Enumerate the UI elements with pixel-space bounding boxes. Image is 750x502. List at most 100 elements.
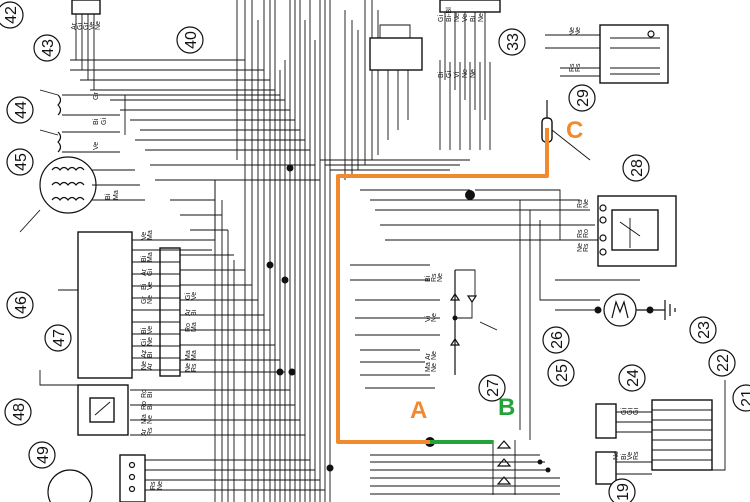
reference-number-26: 26 — [549, 331, 566, 349]
reference-number-44: 44 — [13, 101, 30, 119]
top-connectors — [71, 0, 501, 150]
reference-callout-26: 26 — [542, 326, 570, 354]
wire-label: Az — [141, 349, 148, 358]
wire-label: Ne — [437, 273, 444, 282]
wire-label: Gi — [438, 15, 445, 22]
wire-label: Ar — [71, 22, 78, 30]
wire-label: Ar — [185, 308, 192, 316]
reference-number-29: 29 — [575, 89, 592, 107]
wire-label: Gi — [185, 293, 192, 300]
wire-label: Ma — [147, 230, 154, 240]
wire-label: Bi — [147, 403, 154, 410]
wire-label: Rs — [147, 427, 154, 436]
wire-label: Gi — [633, 408, 640, 415]
reference-callout-45: 45 — [6, 148, 34, 176]
wire-label: Ar — [147, 362, 154, 370]
wire-label: Ma — [191, 322, 198, 332]
wire-label: Ro — [583, 229, 590, 238]
reference-callout-49: 49 — [28, 441, 56, 469]
wire-label: Bi — [147, 351, 154, 358]
wire-label: Ne — [147, 415, 154, 424]
wire-label: Ma — [147, 252, 154, 262]
reference-number-22: 22 — [715, 354, 732, 372]
wire-label: Gi — [77, 23, 84, 30]
wire-label: Ne — [462, 69, 469, 78]
wire-label: Ve — [147, 282, 154, 290]
wire-label: Ro — [141, 401, 148, 410]
reference-number-33: 33 — [505, 33, 522, 51]
wire-label: Rs — [569, 63, 576, 72]
wire-label: Ma — [191, 350, 198, 360]
horizontal-branches — [70, 59, 640, 495]
wire-label: Ro — [185, 323, 192, 332]
wire-label: Rs — [150, 481, 157, 490]
wire-label: Ne — [454, 13, 461, 22]
wire-label: Ne — [583, 199, 590, 208]
wire-label: Ve — [627, 452, 634, 460]
wire-label: Ne — [431, 351, 438, 360]
wire-label: Gi — [621, 408, 628, 415]
wire-label: Ro — [141, 389, 148, 398]
relay-block-23 — [597, 195, 677, 267]
wire-label: Ne — [147, 337, 154, 346]
wire-label: Bi — [147, 391, 154, 398]
wire-label: Rs — [577, 229, 584, 238]
reference-number-40: 40 — [183, 31, 200, 49]
wire-label: Bi — [191, 309, 198, 316]
reference-number-49: 49 — [35, 446, 52, 464]
reference-number-23: 23 — [696, 321, 713, 339]
reference-callout-46: 46 — [6, 291, 34, 319]
wire-label: Ne — [431, 313, 438, 322]
battery-21 — [595, 380, 726, 485]
wire-label: Ne — [470, 69, 477, 78]
reference-number-21: 21 — [739, 389, 750, 407]
wire-label: Rs — [583, 243, 590, 252]
wire-label: Ne — [613, 451, 620, 460]
wire-label: Vi — [454, 71, 461, 78]
route-marker-a: A — [410, 397, 427, 424]
wire-label: Ne — [577, 243, 584, 252]
reference-callout-29: 29 — [568, 84, 596, 112]
wire-label: Bi — [438, 71, 445, 78]
reference-number-46: 46 — [13, 296, 30, 314]
wire-label: Ne — [95, 21, 102, 30]
reference-number-24: 24 — [625, 369, 642, 387]
reference-number-47: 47 — [51, 329, 68, 347]
wire-label: Ma — [141, 414, 148, 424]
wire-label: Ve — [462, 14, 469, 22]
wire-label: Ne — [147, 295, 154, 304]
reference-callout-27: 27 — [478, 374, 506, 402]
reference-callout-43: 43 — [33, 34, 61, 62]
reference-number-43: 43 — [40, 39, 57, 57]
wire-label: Ve — [191, 292, 198, 300]
highlight-routes — [336, 128, 549, 444]
reference-callout-22: 22 — [708, 349, 736, 377]
regulator-49 — [39, 370, 129, 436]
wire-label: Ne — [431, 363, 438, 372]
reference-callout-23: 23 — [689, 316, 717, 344]
wire-label: Rs — [575, 63, 582, 72]
reference-callout-44: 44 — [6, 96, 34, 124]
wire-label: Ne — [185, 363, 192, 372]
reference-callout-40: 40 — [176, 26, 204, 54]
reference-callout-33: 33 — [498, 28, 526, 56]
wire-label: Rs — [577, 199, 584, 208]
relay-28 — [545, 24, 669, 84]
reference-callout-28: 28 — [622, 154, 650, 182]
wire-label: Rs — [191, 363, 198, 372]
wire-label: Rs — [633, 451, 640, 460]
wire-label: Ma — [425, 362, 432, 372]
wire-label: Ma — [113, 190, 120, 200]
wire-label: Ve — [141, 232, 148, 240]
wire-label: Gr — [141, 296, 148, 304]
wire-label: Gi — [446, 71, 453, 78]
reference-callout-24: 24 — [618, 364, 646, 392]
junctions — [266, 164, 475, 472]
wire-label: Bi — [93, 118, 100, 125]
coils-44-45 — [39, 89, 126, 153]
reference-number-48: 48 — [11, 403, 28, 421]
wire-label: Gr — [83, 22, 90, 30]
reference-callout-21: 21 — [732, 384, 750, 412]
wire-label: Gi — [141, 339, 148, 346]
